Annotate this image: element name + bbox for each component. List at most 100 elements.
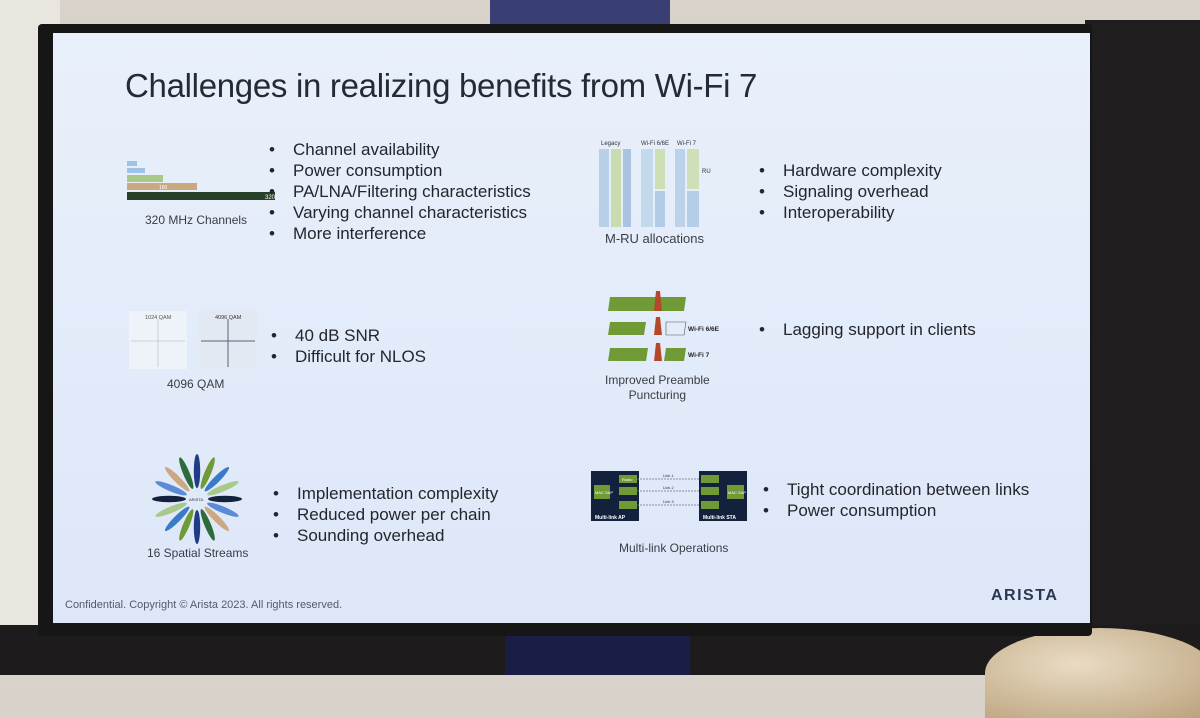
bullet-item: Signaling overhead (759, 181, 942, 202)
stream-petal (164, 506, 190, 532)
bullet-item: Difficult for NLOS (271, 346, 426, 367)
bullet-item: Tight coordination between links (763, 479, 1029, 500)
spatial-streams-figure: ARISTA (152, 454, 242, 544)
streams-center-label: ARISTA (189, 497, 203, 502)
stream-petal (207, 502, 239, 517)
label-multilink-ap: Multi-link AP (595, 515, 626, 521)
mlo-ap-radio-1 (619, 475, 637, 483)
stream-petal (200, 509, 215, 541)
wifi7-col-3 (687, 191, 699, 227)
bullet-item: More interference (269, 223, 531, 244)
legacy-col-1 (599, 149, 609, 227)
audience-head (985, 628, 1200, 718)
caption-puncturing: Improved Preamble Puncturing (605, 373, 710, 403)
bullets-spatial: Implementation complexity Reduced power … (273, 483, 498, 546)
stream-petal (164, 466, 190, 492)
label-link-1: Link 1 (663, 473, 674, 478)
wifi7-col-2 (687, 149, 699, 189)
band-row-2 (608, 322, 646, 335)
stream-petal (207, 481, 239, 496)
band-row-3-right (664, 348, 686, 361)
mlo-sta-radio-1 (701, 475, 719, 483)
bullets-mru: Hardware complexity Signaling overhead I… (759, 160, 942, 223)
legacy-col-2 (611, 149, 621, 227)
channel-80 (127, 175, 163, 182)
bullet-item: Interoperability (759, 202, 942, 223)
multilink-figure: MAC SAP Radio Multi-link AP Link 1 Link … (591, 471, 747, 521)
caption-multilink: Multi-link Operations (619, 541, 729, 555)
mlo-ap-mac (594, 485, 610, 499)
bullet-item: Sounding overhead (273, 525, 498, 546)
stream-petal (204, 506, 230, 532)
punctured-tone-2 (654, 317, 662, 335)
mlo-sta-radio-2 (701, 487, 719, 495)
bullet-item: PA/LNA/Filtering characteristics (269, 181, 531, 202)
label-ru: RU (702, 169, 711, 175)
stream-petal (179, 457, 194, 489)
caption-mru: M-RU allocations (605, 231, 704, 246)
label-wifi6: Wi-Fi 6/6E (641, 141, 669, 147)
bullets-puncturing: Lagging support in clients (759, 319, 976, 340)
label-4096qam: 4096 QAM (215, 315, 242, 321)
room-wall-right (1085, 20, 1200, 640)
channel-20 (127, 161, 137, 166)
bullet-item: Power consumption (763, 500, 1029, 521)
mlo-ap-radio-3 (619, 501, 637, 509)
mlo-sta-radio-3 (701, 501, 719, 509)
truss-top (490, 0, 670, 24)
label-wifi6e: Wi-Fi 6/6E (688, 326, 720, 333)
label-radio: Radio (622, 477, 633, 482)
stream-petal (193, 454, 201, 488)
label-legacy: Legacy (601, 141, 620, 147)
label-mac-sap-sta: MAC SAP (728, 490, 746, 495)
wifi6-col-3 (655, 191, 665, 227)
channel-40 (127, 168, 145, 173)
bullet-item: Lagging support in clients (759, 319, 976, 340)
bullets-multilink: Tight coordination between links Power c… (763, 479, 1029, 521)
wifi7-col-1 (675, 149, 685, 227)
bullets-320mhz: Channel availability Power consumption P… (269, 139, 531, 244)
mru-figure: Legacy Wi-Fi 6/6E Wi-Fi 7 RU (599, 141, 711, 227)
legacy-col-3 (623, 149, 631, 227)
channel-320 (127, 192, 275, 200)
bullet-item: Reduced power per chain (273, 504, 498, 525)
slide-title: Challenges in realizing benefits from Wi… (125, 67, 758, 104)
caption-qam: 4096 QAM (167, 377, 225, 391)
channels-figure: 160 320 (127, 161, 276, 201)
label-mac-sap-ap: MAC SAP (595, 490, 613, 495)
band-row-1 (608, 297, 686, 311)
stream-petal (152, 495, 186, 503)
caption-puncturing-line-1: Improved Preamble (605, 373, 710, 387)
stream-petal (155, 502, 187, 517)
label-wifi7: Wi-Fi 7 (677, 141, 697, 147)
label-link-3: Link 3 (663, 499, 674, 504)
bullet-item: Hardware complexity (759, 160, 942, 181)
mlo-ap-radio-2 (619, 487, 637, 495)
band-row-3 (608, 348, 648, 361)
label-wifi7-punct: Wi-Fi 7 (688, 352, 710, 359)
caption-320mhz: 320 MHz Channels (145, 213, 248, 227)
puncturing-figure: Wi-Fi 6/6E Wi-Fi 7 (608, 291, 720, 361)
bullet-item: 40 dB SNR (271, 325, 426, 346)
slide-screen: Challenges in realizing benefits from Wi… (53, 33, 1090, 623)
label-160: 160 (159, 185, 168, 191)
stream-petal (200, 457, 215, 489)
stream-petal (193, 510, 201, 544)
stream-petal (179, 509, 194, 541)
caption-spatial-streams: 16 Spatial Streams (147, 546, 249, 560)
mlo-sta-mac (727, 485, 744, 499)
arista-logo: ARISTA (991, 587, 1059, 604)
punctured-tone-3 (654, 343, 662, 361)
bullet-item: Varying channel characteristics (269, 202, 531, 223)
bullet-item: Channel availability (269, 139, 531, 160)
empty-band-2 (665, 321, 687, 336)
wifi6-col-2 (655, 149, 665, 189)
bullet-item: Implementation complexity (273, 483, 498, 504)
wifi6-col-1 (641, 149, 653, 227)
stream-petal (208, 495, 242, 503)
bullet-item: Power consumption (269, 160, 531, 181)
bullets-qam: 40 dB SNR Difficult for NLOS (271, 325, 426, 367)
channel-160 (127, 183, 197, 190)
stream-petal (155, 481, 187, 496)
label-1024qam: 1024 QAM (145, 315, 172, 321)
